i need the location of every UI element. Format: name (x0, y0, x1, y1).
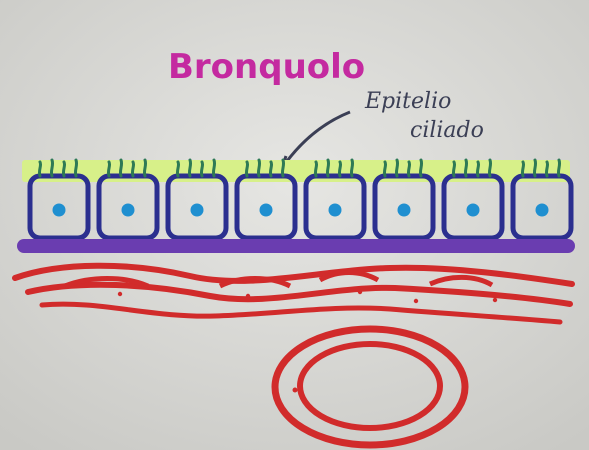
cilium (453, 162, 454, 176)
cilium (258, 160, 259, 176)
cilium (39, 162, 40, 176)
cilium (327, 160, 328, 176)
cell-nucleus (122, 204, 135, 217)
cilium (189, 160, 190, 176)
cilium (546, 162, 547, 176)
cell-nucleus (536, 204, 549, 217)
cell-nucleus (467, 204, 480, 217)
cell-nucleus (329, 204, 342, 217)
cilium (246, 162, 247, 176)
cilium (489, 160, 490, 176)
cilium (558, 160, 559, 176)
cell-nucleus (260, 204, 273, 217)
cell-nucleus (53, 204, 66, 217)
cilium (420, 160, 421, 176)
cilium (201, 162, 202, 176)
cilium (339, 162, 340, 176)
cilium (396, 160, 397, 176)
cilium (282, 160, 283, 176)
cell-nucleus (398, 204, 411, 217)
cilium (51, 160, 52, 176)
cilium (477, 162, 478, 176)
cilium (534, 160, 535, 176)
cilium (213, 160, 214, 176)
cilium (132, 162, 133, 176)
cilium (465, 160, 466, 176)
cilium (351, 160, 352, 176)
cilium (75, 160, 76, 176)
cilium (63, 162, 64, 176)
cilium (522, 162, 523, 176)
cilium (144, 160, 145, 176)
cilium (384, 162, 385, 176)
label-line-1: Epitelio (364, 89, 451, 114)
cell-nucleus (191, 204, 204, 217)
label-line-2: ciliado (410, 118, 484, 143)
cilium (108, 162, 109, 176)
cilium (177, 162, 178, 176)
cilium (315, 162, 316, 176)
cilium (120, 160, 121, 176)
diagram-title: Bronquolo (168, 47, 365, 87)
cilium (408, 162, 409, 176)
cilium (270, 162, 271, 176)
